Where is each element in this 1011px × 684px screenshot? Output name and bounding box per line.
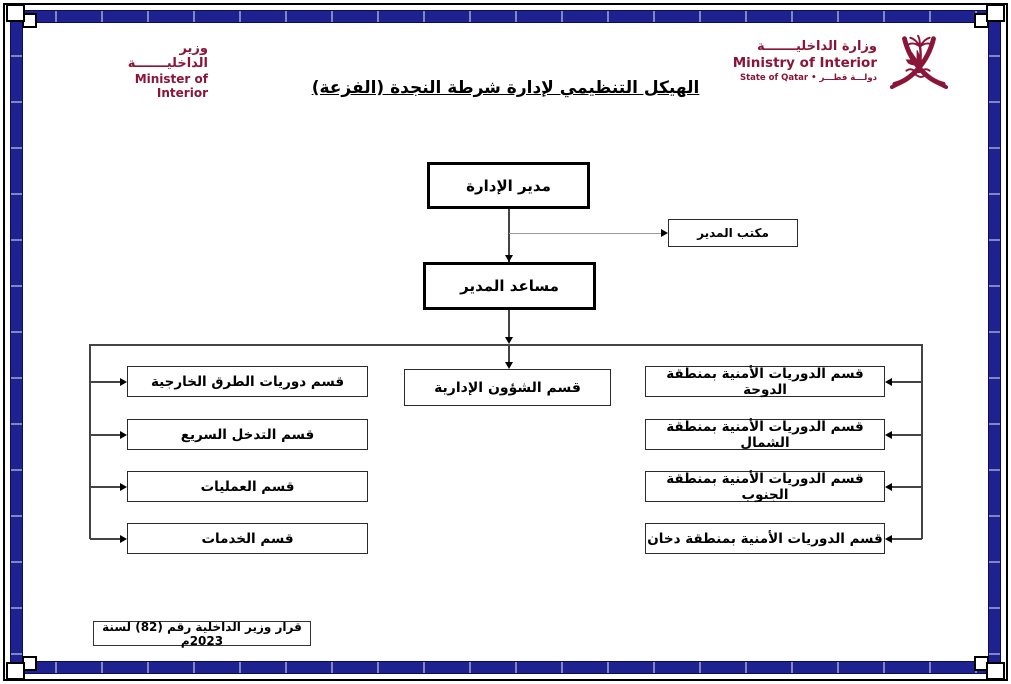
org-box-label: قسم التدخل السريع: [180, 426, 315, 443]
page-border-band-bottom: [10, 661, 1001, 674]
org-box-label: قسم الدوريات الأمنية بمنطقة الشمال: [666, 418, 864, 451]
arrowhead-left: [885, 378, 892, 386]
connector-line: [89, 344, 922, 346]
border-corner-ornament: [1, 649, 41, 683]
minister-of-interior-brand: وزير الداخليـــــــة Minister of Interio…: [100, 41, 208, 100]
org-box-security-patrols-south: قسم الدوريات الأمنية بمنطقة الجنوب: [645, 470, 885, 503]
qatar-moi-emblem-icon: [889, 34, 949, 90]
org-box-admin-affairs-label: قسم الشؤون الإدارية: [434, 379, 581, 396]
connector-line: [509, 232, 662, 234]
arrowhead-right: [120, 535, 127, 543]
org-box-services: قسم الخدمات: [127, 523, 368, 554]
connector-line: [90, 538, 120, 540]
org-box-director-office: مكتب المدير: [668, 219, 798, 247]
page-border-band-left: [10, 10, 23, 674]
org-box-security-patrols-doha: قسم الدوريات الأمنية بمنطقة الدوحة: [645, 365, 885, 398]
org-box-admin-affairs: قسم الشؤون الإدارية: [404, 369, 611, 406]
ministry-brand-arabic: وزارة الداخليـــــــة: [757, 39, 877, 54]
minister-brand-arabic: وزير الداخليـــــــة: [127, 41, 208, 71]
ministry-of-interior-brand: وزارة الداخليـــــــة Ministry of Interi…: [733, 30, 953, 92]
connector-line: [892, 538, 922, 540]
arrowhead-down: [504, 337, 513, 344]
org-box-label: قسم الدوريات الأمنية بمنطقة الدوحة: [666, 365, 864, 398]
org-box-label: قسم الخدمات: [201, 530, 294, 547]
org-box-director-office-label: مكتب المدير: [697, 226, 769, 240]
connector-line: [892, 486, 922, 488]
connector-line: [90, 486, 120, 488]
org-box-director-label: مدير الإدارة: [466, 176, 551, 195]
org-box-assistant-director-label: مساعد المدير: [460, 277, 559, 295]
minister-brand-english: Minister of Interior: [134, 72, 208, 100]
org-box-external-roads-patrols: قسم دوريات الطرق الخارجية: [127, 366, 368, 397]
connector-line: [892, 434, 922, 436]
org-box-security-patrols-dukhan: قسم الدوريات الأمنية بمنطقة دخان: [645, 523, 885, 554]
arrowhead-left: [885, 483, 892, 491]
arrowhead-left: [885, 431, 892, 439]
arrowhead-left: [885, 535, 892, 543]
org-box-operations: قسم العمليات: [127, 471, 368, 502]
arrowhead-right: [661, 229, 668, 237]
connector-line: [508, 345, 510, 363]
arrowhead-right: [120, 378, 127, 386]
connector-line: [508, 209, 510, 262]
decree-label: قرار وزير الداخلية رقم (82) لسنة 2023م: [102, 619, 302, 648]
org-box-rapid-intervention: قسم التدخل السريع: [127, 419, 368, 450]
arrowhead-right: [120, 431, 127, 439]
org-box-label: قسم الدوريات الأمنية بمنطقة دخان: [647, 530, 883, 547]
border-corner-ornament: [1, 1, 41, 35]
arrowhead-down: [504, 362, 513, 369]
arrowhead-right: [120, 483, 127, 491]
connector-line: [921, 344, 923, 539]
connector-line: [90, 434, 120, 436]
org-box-director: مدير الإدارة: [427, 162, 590, 209]
decree-box: قرار وزير الداخلية رقم (82) لسنة 2023م: [93, 619, 311, 648]
org-box-security-patrols-north: قسم الدوريات الأمنية بمنطقة الشمال: [645, 418, 885, 451]
connector-line: [89, 344, 91, 539]
page-title: الهيكل التنظيمي لإدارة شرطة النجدة (الفز…: [311, 78, 700, 98]
connector-line: [892, 381, 922, 383]
page-border-band-right: [988, 10, 1001, 674]
arrowhead-down: [504, 255, 513, 262]
connector-line: [508, 310, 510, 340]
org-box-assistant-director: مساعد المدير: [423, 262, 596, 310]
org-box-label: قسم الدوريات الأمنية بمنطقة الجنوب: [666, 470, 864, 503]
ministry-brand-english: Ministry of Interior: [732, 55, 877, 71]
state-of-qatar-line: دولـــة قطـــر • State of Qatar: [739, 73, 877, 83]
border-corner-ornament: [970, 649, 1010, 683]
connector-line: [90, 381, 120, 383]
org-box-label: قسم العمليات: [200, 478, 295, 495]
page-border-band-top: [10, 10, 1001, 23]
border-corner-ornament: [970, 1, 1010, 35]
org-box-label: قسم دوريات الطرق الخارجية: [150, 373, 345, 390]
